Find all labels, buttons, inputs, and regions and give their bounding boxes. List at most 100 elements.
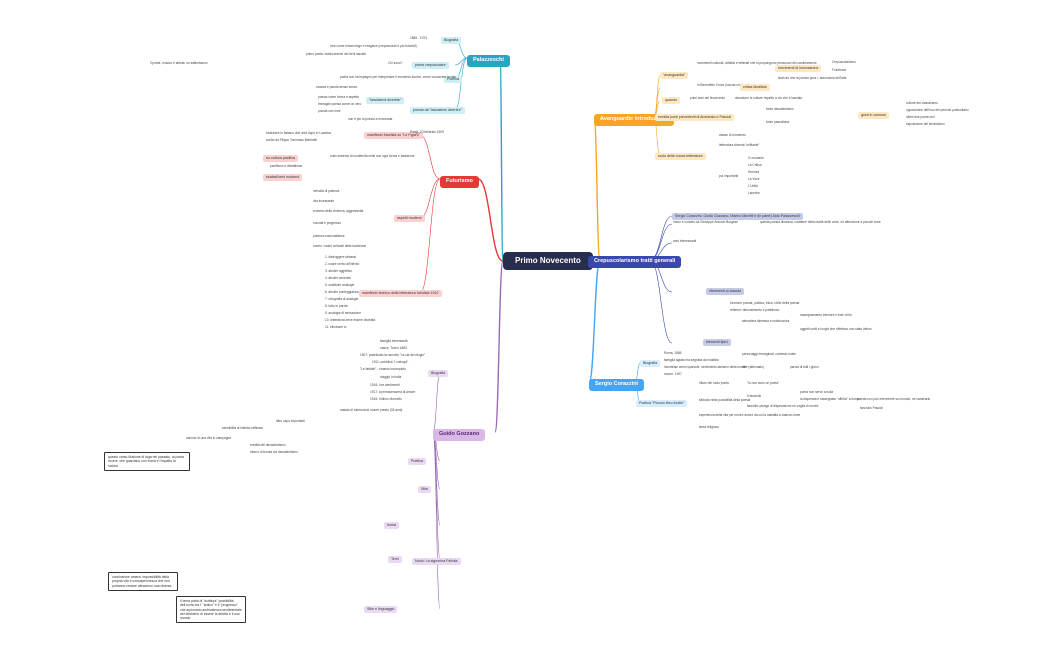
crep-note: questa poesia dimessa, carattere della r…: [760, 220, 881, 224]
futurismo-item[interactable]: manifesto futurista su "Le Figaro": [364, 132, 423, 139]
avanguardie-leaf: Futurismo: [832, 68, 847, 72]
topic-gozzano[interactable]: Guido Gozzano: [433, 429, 486, 441]
corazzini-poetica[interactable]: Poetica "Piccolo libro inutile": [636, 400, 688, 407]
crep-tema: funzione poesia, politica, etica, civile…: [730, 301, 800, 305]
gozzano-bio: viaggio in India: [380, 375, 402, 379]
gozzano-bio: 1916: l'ultimo ritornello: [370, 397, 402, 401]
connector-line: [588, 260, 601, 384]
palazzeschi-leaf: poesia come forma e aspetto: [318, 95, 360, 99]
palazzeschi-item[interactable]: Biografia: [441, 37, 462, 44]
gozzano-poetica: sensibilità di intimità raffinata: [222, 426, 263, 430]
corazzini-sub: la disperata e rassegnata "offerta" a bo…: [800, 397, 860, 401]
crep-malinconia: oggetti umili e luoghi che riflettono un…: [800, 327, 872, 331]
crep-malinconia: parola di tutti i giorni: [790, 365, 819, 369]
gozzano-bio: 1916: i tre sentimenti: [370, 383, 400, 387]
gozzano-bio: malato di tubercolosi muore presto (33 a…: [340, 408, 403, 412]
gozzano-section[interactable]: Poetica: [408, 458, 426, 465]
crep-nomi: Sergio Corazzini, Guido Gozzano, Marino …: [672, 213, 803, 220]
gozzano-bio: 1911: pubblica "I colloqui": [372, 360, 409, 364]
avanguardie-leaf: classe di momento: [719, 133, 746, 137]
rivista-leaf: Hermes: [748, 170, 760, 174]
topic-avanguardie[interactable]: Avanguardie introduzione: [594, 114, 674, 126]
crep-item[interactable]: stile (attenuato): [742, 365, 764, 369]
gozzano-bio: famiglia benestante: [380, 339, 408, 343]
gozzano-section[interactable]: Nodo: La signorina Felicita: [412, 558, 461, 565]
gozzano-section[interactable]: Biografia: [428, 370, 449, 377]
gozzano-bio: nasce: Torino 1883: [380, 346, 407, 350]
avanguardie-item-2[interactable]: quando: [662, 97, 680, 104]
gozzano-section[interactable]: Ironia: [384, 522, 399, 529]
manifesto-rule: 2. usare verbo all'infinito: [325, 262, 360, 266]
connector-line: [593, 117, 601, 262]
gozzano-note-box: Il tema parla di "scrittura" possibilità…: [176, 596, 246, 624]
palazzeschi-leaf: non è più la poesia a rinnovarla: [348, 117, 393, 121]
manifesto-rule: 7. ortografia di analogie: [325, 297, 359, 301]
crep-item[interactable]: elementi tipici: [703, 339, 731, 346]
palazzeschi-leaf: "lasciatemi divertire": [366, 97, 405, 104]
gozzano-note-box: questo canto illusione di fuga nel passa…: [104, 452, 190, 471]
gozzano-poetica: eredità dei decadentismo: [250, 443, 286, 447]
connector-line: [454, 57, 468, 111]
manifesto-rule: 9. analogie di sensazione: [325, 311, 361, 315]
avanguardie-leaf: letteratura diventa "militante": [719, 143, 760, 147]
avanguardie-item-0[interactable]: "avanguardia": [660, 72, 689, 79]
corazzini-poetica-leaf: rifiuto del ruolo poeta: [699, 381, 729, 385]
topic-palazzeschi[interactable]: Palazzeschi: [467, 55, 510, 67]
gozzano-section[interactable]: Stile: [418, 486, 431, 493]
corazzini-bio-leaf: muore, 1907: [664, 372, 682, 376]
connector-line: [477, 178, 504, 262]
avanguardie-leaf: in Benedetto Croce (scuola crociana): [697, 83, 750, 87]
avanguardie-gusti[interactable]: gusti in comune: [858, 112, 890, 119]
connector-line: [432, 372, 441, 433]
palazzeschi-item[interactable]: poeta crepuscolare: [412, 62, 449, 69]
palazzeschi-leaf: Chi sono?: [388, 61, 403, 65]
avanguardie-leaf: poi importanti: [719, 174, 739, 178]
corazzini-poetica-leaf: sfiducia nella possibilità della poesia: [699, 398, 751, 402]
crep-item[interactable]: riferimenti ai classici: [706, 288, 745, 295]
corazzini-poetica-leaf: esperienza della vita per morire dolore …: [699, 413, 801, 417]
gozzano-poetica: canone di una vita in campagna: [186, 436, 232, 440]
topic-corazzini[interactable]: Sergio Corazzini: [589, 379, 645, 391]
corazzini-biografia[interactable]: Biografia: [640, 360, 661, 367]
connector-line: [649, 215, 673, 261]
palazzeschi-leaf: poeta non ha impegno per interpretare il…: [340, 75, 456, 79]
corazzini-poetica-leaf: tema religioso: [699, 425, 719, 429]
futurismo-leaf: Parigi, 20 febbraio 1909: [410, 130, 444, 134]
avanguardie-item-3[interactable]: eredità poeti precedenti di Ammirato e P…: [655, 114, 735, 121]
corazzini-bio-leaf: Roma, 1886: [664, 351, 682, 355]
futurismo-leaf: pacifismo e disfattismo: [270, 164, 303, 168]
corazzini-sub: fanciullo Pascoli: [860, 406, 883, 410]
topic-crepuscolarismo[interactable]: Crepuscolarismo tratti generali: [588, 256, 682, 268]
avanguardie-item-4[interactable]: ruolo della nuova letteratura: [655, 153, 706, 160]
crep-malinconia: atmosfera dimessa e malinconica: [742, 319, 790, 323]
palazzeschi-leaf: poesia con rime: [318, 109, 341, 113]
crep-item[interactable]: anni interessanti: [673, 239, 697, 243]
palazzeschi-item[interactable]: Poetica: [444, 76, 462, 83]
crep-item[interactable]: nome e coniato da Giuseppe Antonio Borge…: [673, 220, 739, 224]
connector-line: [649, 223, 673, 261]
futurismo-leaf: eroismo della violenza, aggressività: [313, 209, 364, 213]
connector-line: [653, 75, 661, 119]
corazzini-sub: "Io non sono un poeta": [747, 381, 780, 385]
connector-line: [432, 431, 441, 560]
futurismo-leaf: volontà e progresso: [313, 221, 341, 225]
gozzano-section[interactable]: Temi: [388, 556, 402, 563]
avanguardie-leaf: movimenti culturali, artistici e lettera…: [697, 61, 817, 65]
avanguardie-item-1[interactable]: critica idealista: [740, 84, 770, 91]
gozzano-note-box: conclusione amara: impossibilità della p…: [108, 572, 178, 591]
gusti-leaf: esposizione del simbolismo: [906, 122, 945, 126]
root-node[interactable]: Primo Novecento: [503, 252, 593, 270]
topic-futurismo[interactable]: Futurismo: [440, 176, 479, 188]
rivista-leaf: L'Unità: [748, 184, 758, 188]
futurismo-item[interactable]: aspetti moderni: [394, 215, 425, 222]
palazzeschi-item[interactable]: poesia da "lasciatemi divertire": [410, 107, 465, 114]
futurismo-leaf: scritto da Filippo Tommaso Marinetti: [266, 138, 317, 142]
gozzano-section[interactable]: Stile e linguaggio: [364, 606, 398, 613]
avanguardie-leaf: teorizzò che la poesia pura = autonomia …: [778, 76, 847, 80]
futurismo-item[interactable]: manifesto tecnico della letteratura futu…: [359, 290, 442, 297]
crep-malinconia: personaggi emarginati, contesto umile: [742, 352, 796, 356]
palazzeschi-leaf: vive come entomologo e reagisce (crepusc…: [330, 44, 417, 48]
gusti-leaf: culture del classicismo: [906, 101, 938, 105]
